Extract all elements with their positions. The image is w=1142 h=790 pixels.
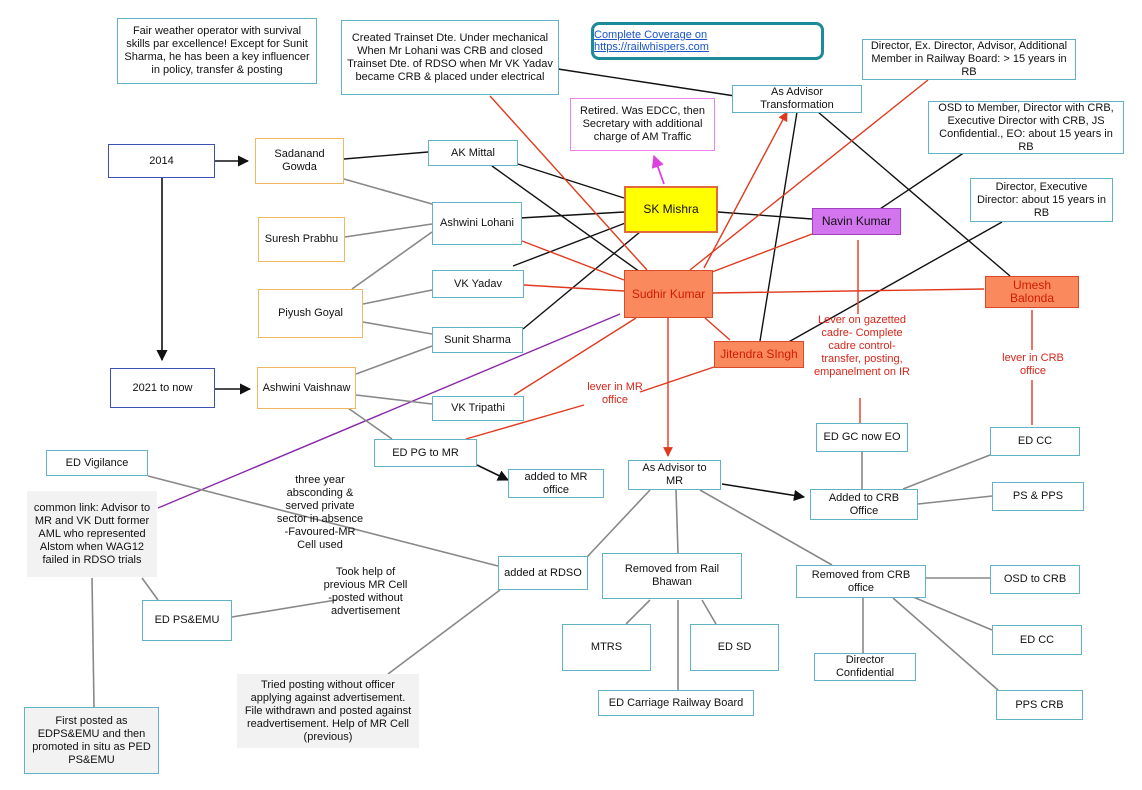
website-link-box[interactable]: Complete Coverage on https://railwhisper… xyxy=(591,22,824,60)
node-tried-posting-note: Tried posting without officer applying a… xyxy=(237,674,419,748)
node-pps-crb: PPS CRB xyxy=(996,690,1083,720)
node-ashwini-lohani: Ashwini Lohani xyxy=(432,202,522,245)
node-ed-carriage-railway-board: ED Carriage Railway Board xyxy=(598,690,754,716)
node-added-to-crb-office: Added to CRB Office xyxy=(810,489,918,520)
label-lever-in-mr-office: lever in MR office xyxy=(587,381,643,406)
node-piyush-goyal: Piyush Goyal xyxy=(258,289,363,338)
node-common-link-note: common link: Advisor to MR and VK Dutt f… xyxy=(27,491,157,577)
node-ed-ps-emu: ED PS&EMU xyxy=(142,600,232,641)
node-mtrs: MTRS xyxy=(562,624,651,671)
edge-edpg-addedmr xyxy=(476,464,510,481)
node-navin-kumar: Navin Kumar xyxy=(812,208,901,235)
node-added-at-rdso: added at RDSO xyxy=(498,556,588,590)
node-ps-and-pps: PS & PPS xyxy=(992,482,1084,511)
label-took-help-mr-cell: Took help of previous MR Cell -posted wi… xyxy=(323,566,408,617)
node-sudhir-kumar: Sudhir Kumar xyxy=(624,270,713,318)
node-umesh-balonda: Umesh Balonda xyxy=(985,276,1079,308)
node-osd-note: OSD to Member, Director with CRB, Execut… xyxy=(928,101,1124,154)
node-ashwini-vaishnaw: Ashwini Vaishnaw xyxy=(257,367,356,409)
edge-advmr-crb xyxy=(721,483,806,501)
node-vk-yadav: VK Yadav xyxy=(432,270,524,298)
node-ed-gc-now-eo: ED GC now EO xyxy=(816,423,908,452)
node-removed-from-crb-office: Removed from CRB office xyxy=(796,565,926,598)
node-vk-tripathi: VK Tripathi xyxy=(432,396,524,421)
label-three-year-absconding: three year absconding & served private s… xyxy=(276,474,364,551)
node-as-advisor-to-mr: As Advisor to MR xyxy=(628,460,721,490)
node-osd-to-crb: OSD to CRB xyxy=(990,565,1080,594)
node-ed-pg-to-mr: ED PG to MR xyxy=(374,439,477,467)
node-sunit-sharma: Sunit Sharma xyxy=(432,327,523,353)
node-sadanand-gowda: Sadanand Gowda xyxy=(255,138,344,184)
label-lever-gazetted-cadre: Lever on gazetted cadre- Complete cadre … xyxy=(814,314,910,378)
node-first-posted-note: First posted as EDPS&EMU and then promot… xyxy=(24,707,159,774)
node-added-to-mr-office: added to MR office xyxy=(508,469,604,498)
node-as-advisor-transformation: As Advisor Transformation xyxy=(732,85,862,113)
node-retired-note: Retired. Was EDCC, then Secretary with a… xyxy=(570,98,715,151)
node-jitendra-singh: Jitendra SIngh xyxy=(714,341,804,368)
node-suresh-prabhu: Suresh Prabhu xyxy=(258,217,345,262)
node-removed-from-rail-bhawan: Removed from Rail Bhawan xyxy=(602,553,742,599)
node-director-15-years-note: Director, Ex. Director, Advisor, Additio… xyxy=(862,39,1076,80)
node-fair-weather-note: Fair weather operator with survival skil… xyxy=(117,18,317,84)
node-ed-cc-bottom: ED CC xyxy=(992,625,1082,655)
node-ed-sd: ED SD xyxy=(690,624,779,671)
node-director-confidential: Director Confidential xyxy=(814,653,916,681)
node-ed-vigilance: ED Vigilance xyxy=(46,450,148,476)
label-lever-in-crb-office: lever in CRB office xyxy=(1002,352,1064,377)
node-2014: 2014 xyxy=(108,144,215,178)
node-trainset-note: Created Trainset Dte. Under mechanical W… xyxy=(341,20,559,95)
node-2021-to-now: 2021 to now xyxy=(110,368,215,408)
node-ed-cc-top: ED CC xyxy=(990,427,1080,456)
node-ak-mittal: AK Mittal xyxy=(428,140,518,166)
website-link[interactable]: Complete Coverage on https://railwhisper… xyxy=(594,29,709,53)
node-director-executive-note: Director, Executive Director: about 15 y… xyxy=(970,178,1113,222)
node-sk-mishra: SK Mishra xyxy=(624,186,718,233)
